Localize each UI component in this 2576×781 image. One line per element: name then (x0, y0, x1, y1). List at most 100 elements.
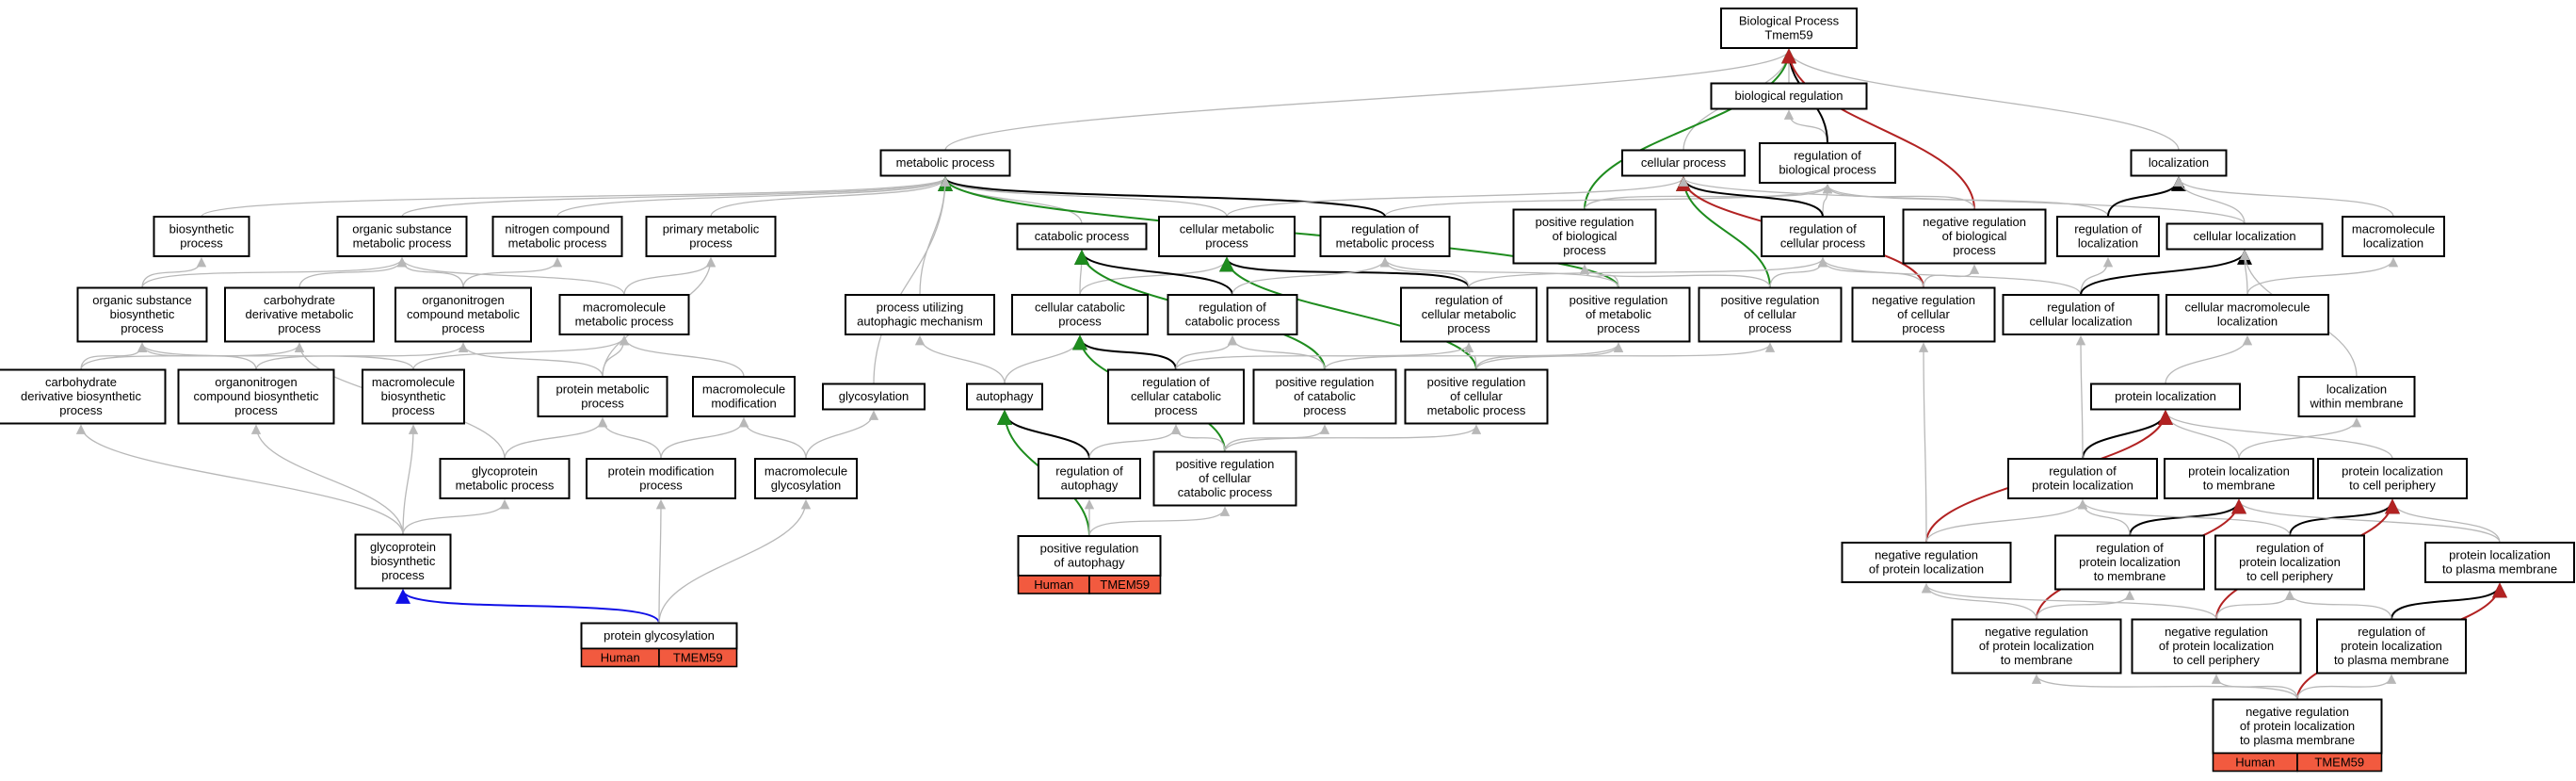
node-cellproc[interactable]: cellular process (1621, 149, 1746, 177)
node-label: to plasma membrane (2334, 653, 2449, 667)
node-protloc[interactable]: protein localization (2090, 382, 2241, 411)
node-box (537, 376, 668, 417)
edge-regprotlocpm-to-regprotlocperi (2284, 590, 2392, 620)
node-label: of cellular (1199, 471, 1251, 485)
node-label: protein localization (2188, 464, 2290, 479)
node-metab[interactable]: metabolic process (879, 149, 1011, 177)
edge-posregbio-to-bp (1584, 48, 1796, 210)
node-label: process (1563, 243, 1606, 257)
node-label: regulation of (1435, 293, 1503, 307)
edge-protlocpm-to-protlocperi (2387, 498, 2501, 544)
node-label: of cellular (1897, 307, 1950, 321)
edge-regmet-to-metab (938, 175, 1386, 218)
node-autoph[interactable]: autophagy (966, 382, 1043, 411)
node-label: negative regulation (1923, 215, 2026, 229)
node-label: cellular localization (2193, 229, 2295, 243)
node-label: to cell periphery (2349, 479, 2436, 493)
node-label: macromolecule (765, 464, 847, 479)
node-label: negative regulation (1875, 548, 1978, 562)
node-box (645, 216, 777, 257)
node-label: regulation of (1794, 149, 1861, 163)
node-label: derivative biosynthetic (21, 389, 141, 403)
node-catab[interactable]: catabolic process (1016, 222, 1148, 251)
node-label: of cellular (1744, 307, 1796, 321)
node-label: metabolic process (1336, 236, 1435, 251)
node-label: positive regulation (1276, 375, 1375, 389)
node-label: to plasma membrane (2240, 733, 2355, 747)
node-biolreg[interactable]: biological regulation (1710, 82, 1868, 110)
node-glycos[interactable]: glycosylation (822, 382, 926, 411)
node-cellloc[interactable]: cellular localization (2165, 222, 2324, 251)
edge-posregcellmet-to-posregcell (1475, 342, 1776, 370)
edge-catab-to-metab (940, 176, 1083, 224)
node-box (1546, 286, 1691, 343)
node-label: organonitrogen (422, 293, 504, 307)
edge-macromet-to-orgsub (396, 256, 625, 296)
edge-carbmet-to-orgsub (298, 256, 408, 288)
edge-glycos-to-metab (873, 176, 951, 384)
node-loc[interactable]: localization (2130, 149, 2228, 177)
node-label: localization (2078, 236, 2138, 251)
node-box (1011, 294, 1149, 335)
edge-posregcell-to-posregbio (1579, 264, 1771, 288)
node-box (0, 368, 167, 425)
node-box (1252, 368, 1397, 425)
edge-loc-to-bp (1783, 48, 2180, 151)
edge-regcellcat-to-regcellmet (1175, 342, 1474, 370)
